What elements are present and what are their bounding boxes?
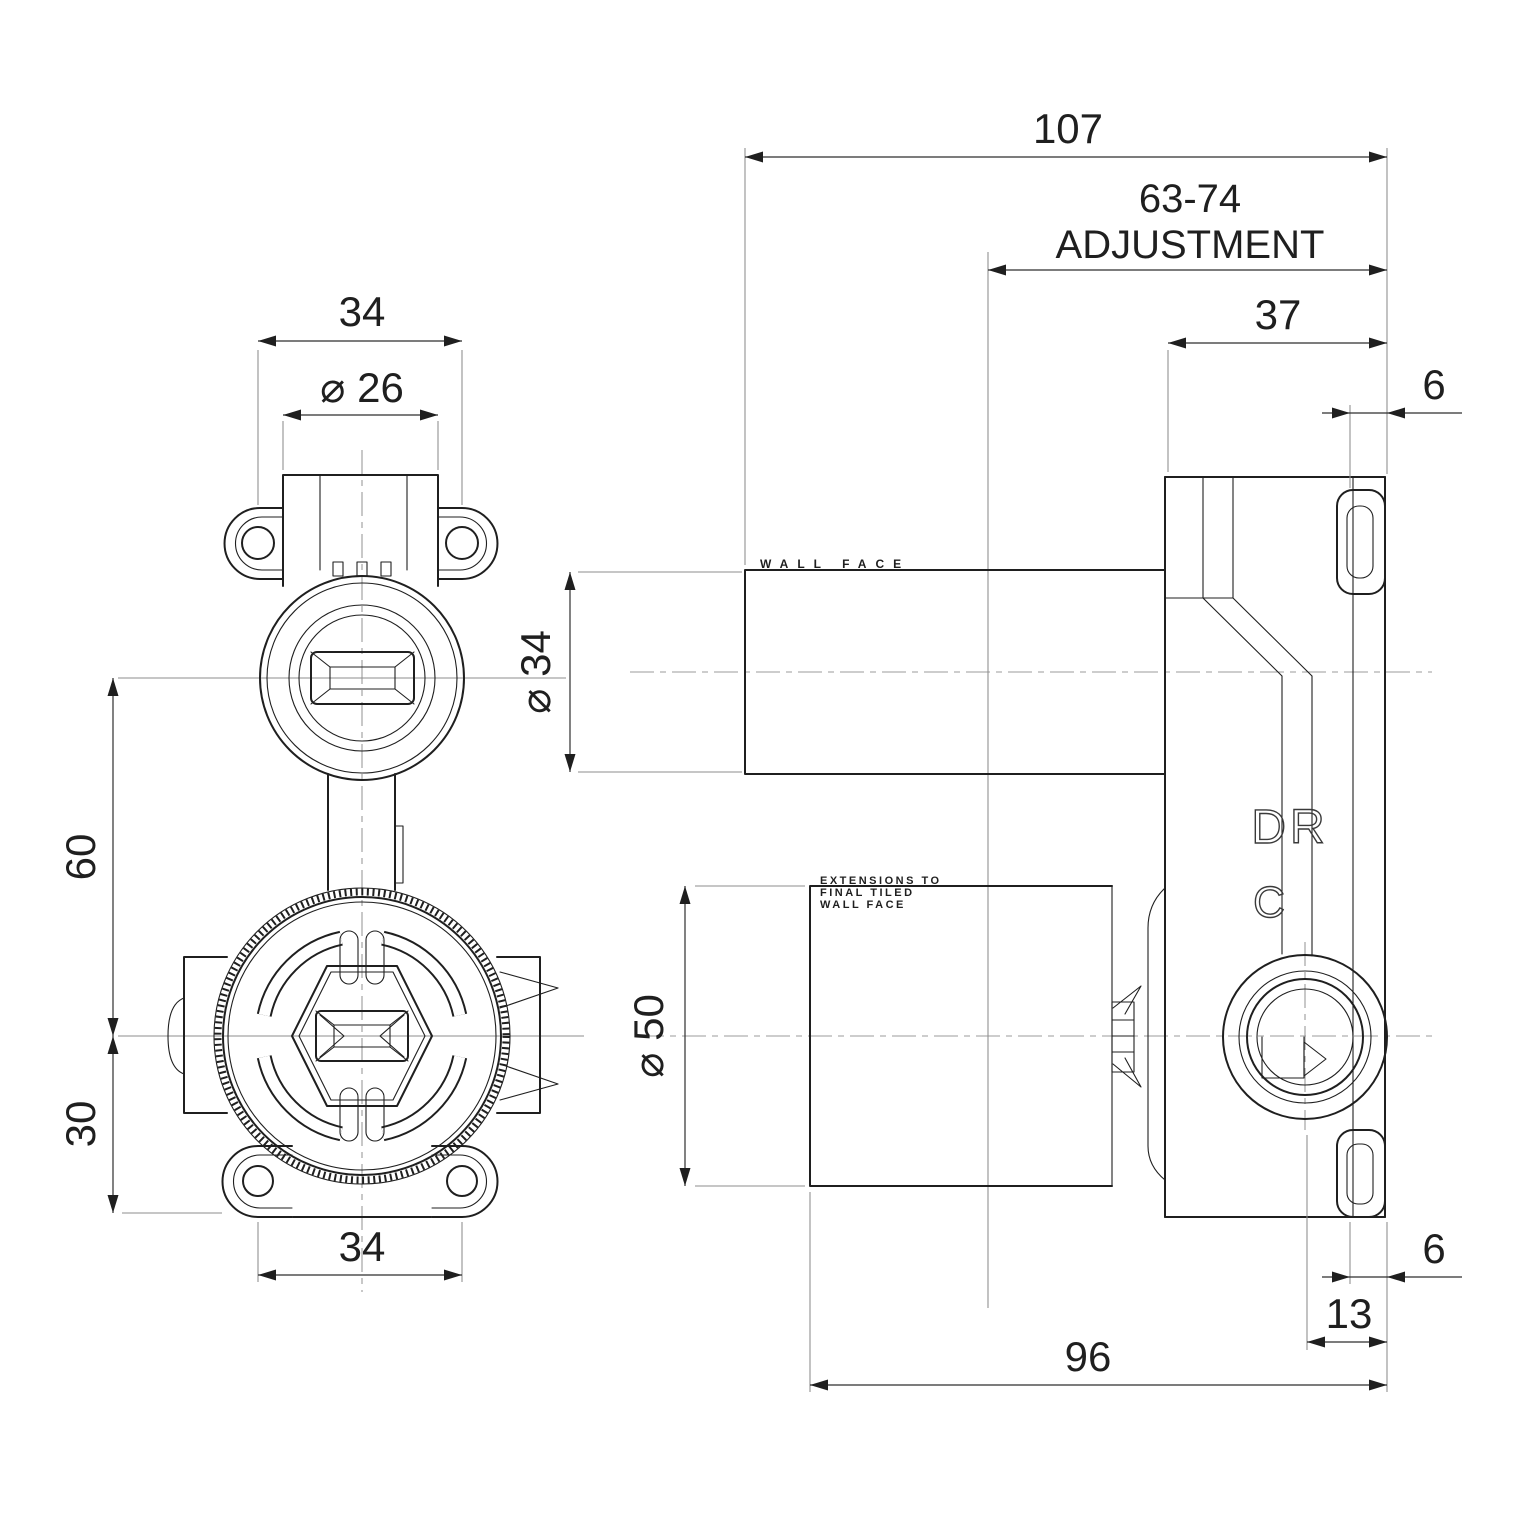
side-view-body: DR C — [1147, 476, 1388, 1218]
side-view-upper-cylinder — [744, 569, 1166, 775]
dim-top-tab-depth: 6 — [1422, 361, 1445, 408]
front-view-bottom-mounting-ears — [221, 1145, 499, 1218]
front-view-top-mounting-ears — [223, 507, 499, 580]
dim-total-depth: 107 — [1033, 105, 1103, 152]
screw-hole — [241, 526, 275, 560]
dim-lower-depth: 96 — [1065, 1333, 1112, 1380]
front-view-dimensions: 34 ⌀ 26 60 30 34 — [57, 288, 463, 1282]
dim-outlet-offset: 13 — [1326, 1290, 1373, 1337]
top-mounting-tab — [1336, 489, 1386, 595]
screw-hole — [446, 1165, 478, 1197]
body-marking-dr: DR — [1251, 801, 1328, 854]
dim-front-height-lower: 30 — [57, 1101, 104, 1148]
note-wall-face: WALL FACE — [760, 557, 910, 571]
screw-hole — [445, 526, 479, 560]
side-view-centerlines — [630, 252, 1432, 1308]
dim-upper-cylinder-diameter: ⌀ 34 — [512, 630, 559, 714]
hex-boss — [291, 965, 433, 1107]
screw-hole — [242, 1165, 274, 1197]
side-view-notes: WALL FACE EXTENSIONS TO FINAL TILED WALL… — [760, 557, 942, 911]
dim-adjustment-label: ADJUSTMENT — [1056, 223, 1325, 267]
front-view-trim-sleeve — [282, 474, 439, 587]
knurl-texture — [214, 888, 510, 1184]
dim-front-top-width: 34 — [339, 288, 386, 335]
front-view-side-blocks — [167, 956, 559, 1114]
body-marking-c: C — [1253, 878, 1285, 927]
bottom-mounting-tab — [1336, 1129, 1386, 1218]
front-view-neck — [327, 773, 404, 891]
spindle-slot — [315, 1010, 409, 1062]
side-view-lower-cylinder — [809, 885, 1142, 1187]
note-extensions-line1: EXTENSIONS TO — [820, 875, 942, 887]
dim-front-bottom-width: 34 — [339, 1223, 386, 1270]
side-view-dimensions: 107 63-74 ADJUSTMENT 37 6 ⌀ 34 — [512, 105, 1462, 1392]
dim-front-height-upper: 60 — [57, 834, 104, 881]
dim-bottom-tab-depth: 6 — [1422, 1225, 1445, 1272]
front-view-upper-trim-circle — [259, 575, 465, 781]
front-view: 34 ⌀ 26 60 30 34 — [57, 288, 584, 1292]
dim-front-top-diameter: ⌀ 26 — [320, 364, 404, 411]
dim-adjustment-value: 63-74 — [1139, 177, 1241, 221]
outlet-port — [1222, 954, 1388, 1120]
dim-lower-cylinder-diameter: ⌀ 50 — [625, 994, 672, 1078]
note-extensions-line3: WALL FACE — [820, 899, 906, 911]
note-extensions-line2: FINAL TILED — [820, 887, 915, 899]
side-view: DR C WALL FACE EXTENSIONS TO FINAL TILED… — [512, 105, 1462, 1392]
dim-body-depth: 37 — [1255, 291, 1302, 338]
retaining-clip — [1111, 985, 1142, 1088]
front-view-handwheel — [213, 887, 511, 1185]
spindle-slot — [310, 651, 415, 705]
